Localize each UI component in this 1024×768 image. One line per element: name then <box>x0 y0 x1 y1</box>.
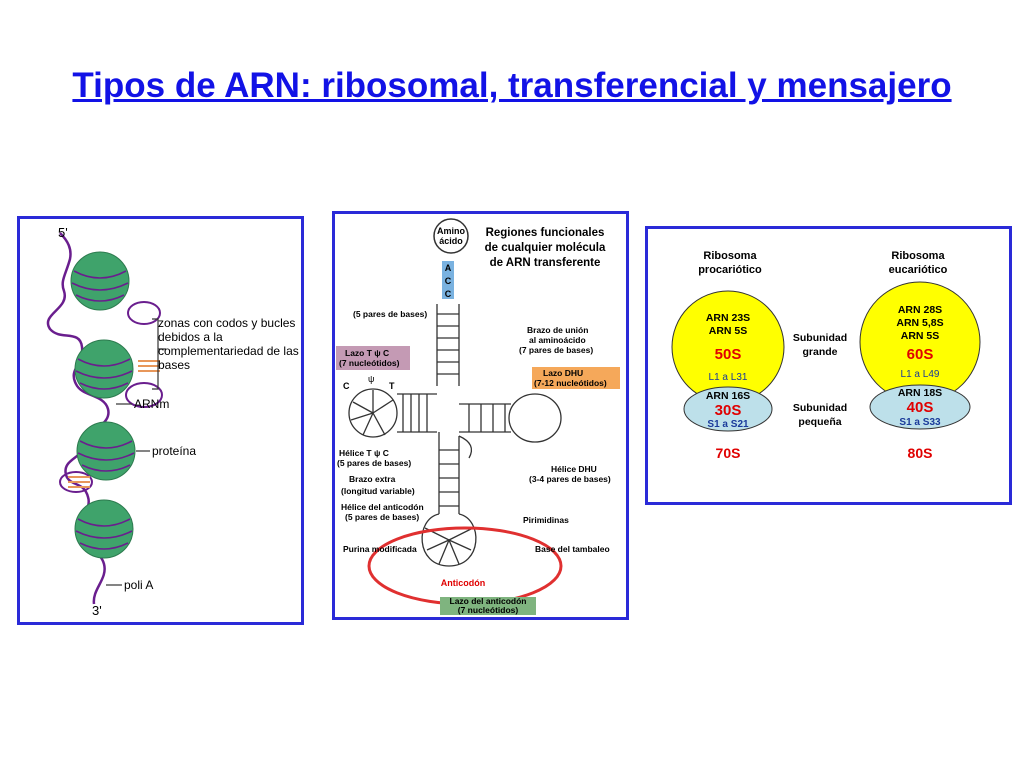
mrna-panel: 5' 3' zonas con codos y bucles debidos a… <box>17 216 304 625</box>
ribosome-panel: Ribosoma procariótico Ribosoma eucarióti… <box>645 226 1012 505</box>
label-helice-dhu: (3-4 pares de bases) <box>529 474 611 484</box>
label-c: C <box>343 381 350 391</box>
ribosome-bead <box>70 251 130 311</box>
sub-grande-label: Subunidad <box>793 332 847 344</box>
dhu-arm <box>459 393 562 443</box>
label-lazo-antic: (7 nucleótidos) <box>458 605 519 615</box>
euk-large-rna: ARN 5S <box>901 330 940 342</box>
amino-label: ácido <box>439 236 463 246</box>
amino-label: Amino <box>437 226 466 236</box>
label-pirimidinas: Pirimidinas <box>523 515 569 525</box>
ribosome-diagram: Ribosoma procariótico Ribosoma eucarióti… <box>671 250 981 461</box>
ribosome-bead <box>76 421 136 481</box>
amino-acid-circle <box>433 218 469 254</box>
label-brazo-union: Brazo de unión <box>527 325 588 335</box>
sub-pequena-label: pequeña <box>798 416 841 428</box>
label-helice-tc: Hélice T ψ C <box>339 448 389 458</box>
euk-large-rna: ARN 5,8S <box>896 317 943 329</box>
euk-large-s: 60S <box>907 346 934 363</box>
euk-small-proteins: S1 a S33 <box>899 417 941 428</box>
euk-small-subunit <box>869 384 971 430</box>
euk-title: eucariótico <box>889 264 948 276</box>
anticodon-highlight-ring <box>367 526 563 606</box>
euk-total: 80S <box>908 445 933 461</box>
mrna-diagram: 5' 3' zonas con codos y bucles debidos a… <box>46 225 299 618</box>
lazo-tc-box <box>336 346 410 370</box>
mrna-loop <box>59 471 93 493</box>
lazo-antic-box <box>440 597 536 615</box>
label-helice-dhu: Hélice DHU <box>551 464 597 474</box>
label-3prime: 3' <box>92 603 102 618</box>
label-lazo-antic: Lazo del anticodón <box>450 596 527 606</box>
extra-arm <box>458 435 473 459</box>
trna-panel: Amino ácido A C C <box>332 211 629 620</box>
pro-large-rna: ARN 5S <box>709 325 748 337</box>
label-lazo-tc: Lazo T ψ C <box>345 348 389 358</box>
pro-total: 70S <box>716 445 741 461</box>
label-lazo-dhu: Lazo DHU <box>543 368 583 378</box>
seq-box <box>442 261 454 299</box>
euk-small-s: 40S <box>907 399 934 416</box>
note-line: zonas con codos y bucles <box>158 316 295 330</box>
label-polia: poli A <box>124 578 153 592</box>
note-line: debidos a la <box>158 330 223 344</box>
mrna-loop <box>127 301 161 325</box>
ribosome-bead <box>74 499 134 559</box>
label-helice-tc: (5 pares de bases) <box>337 458 411 468</box>
lazo-dhu-box <box>532 367 620 389</box>
pro-small-subunit <box>683 386 773 432</box>
euk-large-subunit <box>859 281 981 403</box>
label-helice-antic: Hélice del anticodón <box>341 502 424 512</box>
euk-large-rna: ARN 28S <box>898 304 942 316</box>
sub-grande-label: grande <box>802 346 837 358</box>
acceptor-stem <box>436 304 460 386</box>
pro-small-rna: ARN 16S <box>706 390 750 402</box>
pro-title: procariótico <box>698 264 762 276</box>
mrna-loop <box>125 382 163 408</box>
slide-title: Tipos de ARN: ribosomal, transferencial … <box>72 66 952 105</box>
label-pairs5: (5 pares de bases) <box>353 309 427 319</box>
label-anticodon: Anticodón <box>441 578 486 588</box>
anticodon-stem <box>421 432 477 567</box>
pro-large-proteins: L1 a L31 <box>709 372 748 383</box>
label-brazo-union: al aminoácido <box>529 335 586 345</box>
label-helice-antic: (5 pares de bases) <box>345 512 419 522</box>
label-t: T <box>389 381 395 391</box>
pro-small-s: 30S <box>715 402 742 419</box>
trna-diagram: Amino ácido A C C <box>336 218 620 615</box>
pro-large-s: 50S <box>715 346 742 363</box>
trna-heading: Regiones funcionales <box>486 227 605 239</box>
note-line: complementariedad de las <box>158 344 299 358</box>
pro-small-proteins: S1 a S21 <box>707 419 749 430</box>
label-lazo-tc: (7 nucleótidos) <box>339 358 400 368</box>
note-line: bases <box>158 358 190 372</box>
label-base-tambaleo: Base del tambaleo <box>535 544 610 554</box>
ribosome-bead <box>74 339 134 399</box>
pro-title: Ribosoma <box>703 250 757 262</box>
seq-base: A <box>445 263 452 273</box>
label-arnm: ARNm <box>134 397 169 411</box>
sub-pequena-label: Subunidad <box>793 402 847 414</box>
euk-small-rna: ARN 18S <box>898 387 942 399</box>
euk-title: Ribosoma <box>891 250 945 262</box>
label-brazo-union: (7 pares de bases) <box>519 345 593 355</box>
trna-heading: de ARN transferente <box>490 257 601 269</box>
mrna-hairpin <box>68 476 90 488</box>
label-5prime: 5' <box>58 225 68 240</box>
label-brazo-extra: (longitud variable) <box>341 486 415 496</box>
label-lazo-dhu: (7-12 nucleótidos) <box>534 378 607 388</box>
seq-base: C <box>445 289 452 299</box>
note-bracket <box>152 318 166 390</box>
tpsic-arm <box>348 388 437 438</box>
euk-large-proteins: L1 a L49 <box>901 369 940 380</box>
pro-large-rna: ARN 23S <box>706 312 750 324</box>
label-purina: Purina modificada <box>343 544 417 554</box>
label-proteina: proteína <box>152 444 196 458</box>
label-brazo-extra: Brazo extra <box>349 474 396 484</box>
seq-base: C <box>445 276 452 286</box>
label-psi: ψ <box>368 374 374 384</box>
trna-heading: de cualquier molécula <box>485 242 606 254</box>
mrna-hairpin <box>138 360 160 372</box>
